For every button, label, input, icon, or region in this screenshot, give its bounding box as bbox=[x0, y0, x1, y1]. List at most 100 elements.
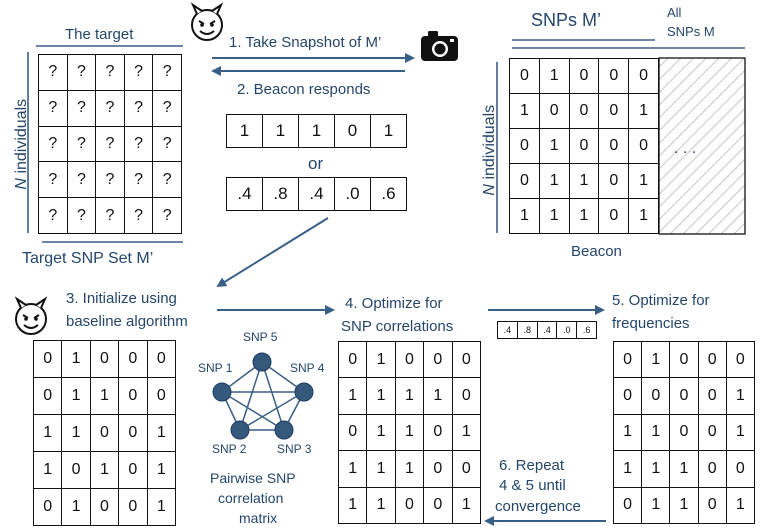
node-snp5 bbox=[252, 352, 272, 372]
grid-cell: ? bbox=[66, 54, 97, 91]
grid-cell: ? bbox=[38, 125, 68, 163]
grid-cell: ? bbox=[152, 161, 182, 199]
grid-cell: 1 bbox=[337, 486, 368, 525]
node-label-snp3: SNP 3 bbox=[277, 442, 312, 456]
beacon-row-label-rest: individuals bbox=[480, 104, 498, 180]
beacon-caption: Beacon bbox=[571, 243, 622, 260]
grid-cell: 1 bbox=[89, 377, 120, 415]
grid-row: ????? bbox=[38, 161, 182, 199]
step3-label-line1: 3. Initialize using bbox=[66, 290, 177, 307]
grid-cell: 1 bbox=[628, 163, 659, 199]
grid-cell: 1 bbox=[641, 413, 671, 452]
grid-cell: ? bbox=[123, 54, 154, 91]
grid-cell: 0 bbox=[118, 451, 148, 489]
grid-cell: 0 bbox=[725, 340, 756, 379]
grid-cell: 1 bbox=[538, 163, 570, 199]
node-snp4 bbox=[294, 382, 314, 402]
grid-cell: 0 bbox=[697, 413, 727, 452]
grid-cell: 0 bbox=[451, 450, 482, 488]
grid-cell: 1 bbox=[669, 450, 699, 488]
target-row-label-n: N bbox=[12, 178, 30, 190]
grid-cell: 1 bbox=[568, 198, 600, 234]
grid-row: ????? bbox=[38, 197, 182, 234]
grid-cell: 1 bbox=[669, 486, 699, 525]
grid-cell: 0 bbox=[697, 486, 727, 525]
grid-cell: 1 bbox=[146, 451, 177, 489]
grid-cell: 1 bbox=[725, 377, 756, 415]
grid-cell: 1 bbox=[61, 340, 91, 378]
grid-cell: ? bbox=[95, 54, 125, 91]
grid-cell: 0 bbox=[32, 488, 63, 526]
grid-cell: .4 bbox=[226, 177, 263, 211]
grid-cell: 1 bbox=[366, 450, 396, 488]
grid-cell: 0 bbox=[451, 340, 482, 379]
network-nodes bbox=[212, 352, 314, 440]
grid-cell: 1 bbox=[337, 450, 368, 488]
grid-cell: 1 bbox=[32, 414, 63, 452]
grid-row: .4.8.4.0.6 bbox=[226, 177, 407, 211]
grid-cell: ? bbox=[95, 161, 125, 199]
grid-cell: 1 bbox=[394, 377, 425, 415]
grid-cell: 0 bbox=[32, 340, 63, 378]
grid-cell: 1 bbox=[509, 93, 540, 129]
node-label-snp4: SNP 4 bbox=[290, 361, 325, 375]
step2-label: 2. Beacon responds bbox=[237, 81, 371, 98]
node-snp1 bbox=[212, 382, 232, 402]
grid-cell: 1 bbox=[32, 451, 63, 489]
grid-row: ????? bbox=[38, 54, 182, 91]
grid-cell: 0 bbox=[394, 340, 425, 379]
network-caption-1: Pairwise SNP bbox=[210, 470, 296, 486]
grid-cell: 1 bbox=[146, 414, 177, 452]
grid-cell: 1 bbox=[612, 450, 643, 488]
grid-cell: ? bbox=[123, 89, 154, 127]
grid-cell: 1 bbox=[451, 413, 482, 452]
grid-cell: 0 bbox=[423, 486, 453, 525]
network-caption-3: matrix bbox=[239, 510, 278, 526]
grid-cell: 0 bbox=[612, 340, 643, 379]
camera-icon bbox=[421, 31, 458, 61]
beacon-ellipsis: . . . bbox=[674, 140, 697, 157]
grid-cell: 1 bbox=[538, 128, 570, 164]
target-caption: Target SNP Set M’ bbox=[22, 250, 154, 267]
devil-face-icon bbox=[14, 296, 48, 335]
grid-cell: .4 bbox=[536, 321, 558, 339]
grid-cell: ? bbox=[95, 197, 125, 234]
grid-cell: 0 bbox=[423, 340, 453, 379]
grid-cell: ? bbox=[152, 54, 182, 91]
grid-cell: 1 bbox=[538, 198, 570, 234]
beacon-row-label: N individuals bbox=[481, 90, 499, 210]
grid-cell: 0 bbox=[568, 93, 600, 129]
grid-cell: ? bbox=[38, 197, 68, 234]
grid-cell: 0 bbox=[118, 488, 148, 526]
grid-cell: 1 bbox=[61, 488, 91, 526]
grid-cell: .6 bbox=[370, 177, 407, 211]
grid-cell: 1 bbox=[366, 413, 396, 452]
grid-cell: 0 bbox=[568, 128, 600, 164]
grid-cell: 0 bbox=[598, 93, 630, 129]
grid-cell: 1 bbox=[61, 377, 91, 415]
beacon-row-label-n: N bbox=[480, 184, 498, 196]
grid-cell: 1 bbox=[146, 488, 177, 526]
grid-cell: ? bbox=[123, 125, 154, 163]
grid-cell: 1 bbox=[337, 377, 368, 415]
target-grid: ????????????????????????? bbox=[38, 54, 182, 234]
grid-cell: 1 bbox=[509, 198, 540, 234]
grid-cell: 1 bbox=[89, 451, 120, 489]
grid-cell: 0 bbox=[61, 451, 91, 489]
grid-cell: .0 bbox=[556, 321, 578, 339]
target-row-label-rest: individuals bbox=[12, 98, 30, 174]
grid-cell: 0 bbox=[337, 413, 368, 452]
grid-cell: 1 bbox=[628, 93, 659, 129]
